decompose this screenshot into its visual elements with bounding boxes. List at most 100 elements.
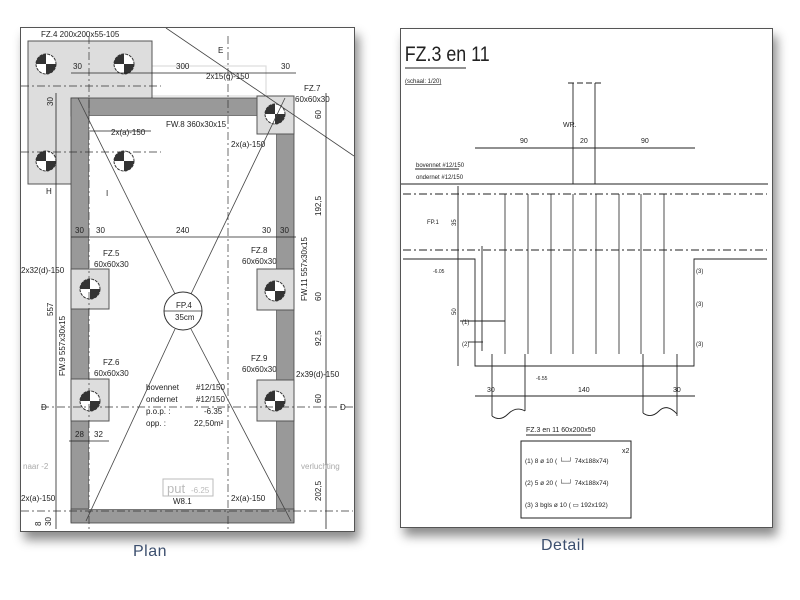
note-label: opp. :: [146, 419, 166, 428]
put-box: [162, 478, 214, 497]
rebar-label: 2x(a)-150: [231, 140, 266, 149]
pile-icon: [113, 53, 135, 75]
dim-50: 50: [452, 308, 458, 315]
dim-35: 35: [452, 219, 458, 226]
dim-30: 30: [262, 226, 271, 235]
put-label: put: [167, 481, 185, 496]
rebar-verticals: [504, 194, 665, 354]
pile-icon: [264, 390, 286, 412]
dim-30: 30: [44, 517, 53, 526]
pile-icon: [79, 390, 101, 412]
dim-30: 30: [73, 62, 82, 71]
quantity-label: x2: [622, 448, 630, 455]
note-value: -6.35: [204, 407, 223, 416]
dim-30: 30: [281, 62, 290, 71]
dim-60: 60: [314, 110, 323, 119]
fz9-label: FZ.9: [251, 354, 268, 363]
rebar-label: 2x39(d)-150: [296, 370, 340, 379]
section-h: H: [46, 187, 52, 196]
fw9-label: FW.9 557x30x15: [58, 315, 67, 376]
dim-240: 240: [176, 226, 190, 235]
mark-1: (1): [462, 320, 469, 326]
note-value: #12/150: [196, 395, 225, 404]
dim-90: 90: [641, 138, 649, 145]
dim-90: 90: [520, 138, 528, 145]
dim-30: 30: [46, 97, 55, 106]
pile-icon: [79, 278, 101, 300]
rebar-schedule-box: [520, 440, 632, 519]
put-level: -6.25: [191, 486, 210, 495]
fp4-size: 35cm: [175, 313, 195, 322]
dim-30: 30: [75, 226, 84, 235]
pile-icon: [35, 150, 57, 172]
section-d: D: [41, 403, 47, 412]
dim-30: 30: [487, 387, 495, 394]
dim-92-5: 92,5: [314, 330, 323, 346]
rebar-label: 2x32(d)-150: [21, 266, 65, 275]
pile-icon: [113, 150, 135, 172]
bovennet-label: bovennet #12/150: [416, 163, 465, 169]
fz6-size: 60x60x30: [94, 369, 129, 378]
dim-60: 60: [314, 394, 323, 403]
rebar-label: 2x(a)-150: [111, 128, 146, 137]
plan-caption: Plan: [133, 543, 168, 560]
dim-557: 557: [46, 302, 55, 316]
fz5-label: FZ.5: [103, 249, 120, 258]
plan-svg: FZ.4 200x200x55-105 30 300 30 2x15(q)-15…: [21, 28, 354, 531]
axis-lines: [21, 36, 353, 531]
dim-30: 30: [96, 226, 105, 235]
plan-drawing: FZ.4 200x200x55-105 30 300 30 2x15(q)-15…: [20, 27, 355, 532]
fp1-label: FP.1: [427, 220, 440, 226]
dim-140: 140: [578, 387, 590, 394]
dim-202-5: 202,5: [314, 480, 323, 501]
rebar-top: 2x15(q)-150: [206, 72, 250, 81]
fz6-label: FZ.6: [103, 358, 120, 367]
dim-30: 30: [673, 387, 681, 394]
note-label: ondernet: [146, 395, 178, 404]
wr-label: WR.: [563, 122, 577, 129]
fz5-size: 60x60x30: [94, 260, 129, 269]
section-lines: [401, 82, 768, 419]
section-d: D: [340, 403, 346, 412]
fp4-label: FP.4: [176, 301, 192, 310]
pile-markers: [35, 53, 286, 412]
scale-label: (schaal: 1/20): [405, 79, 441, 85]
mark-3: (3): [696, 269, 703, 275]
mark-3: (3): [696, 302, 703, 308]
fz8-size: 60x60x30: [242, 257, 277, 266]
footing-label: FZ.3 en 11 60x200x50: [526, 427, 596, 434]
dim-32: 32: [94, 430, 103, 439]
rebar-label: 2x(a)-150: [21, 494, 56, 503]
ondernet-label: ondernet #12/150: [416, 175, 464, 181]
fz7-size: 60x60x30: [295, 95, 330, 104]
detail-caption: Detail: [541, 537, 585, 554]
note-value: #12/150: [196, 383, 225, 392]
fw8-label: FW.8 360x30x15: [166, 120, 227, 129]
dimension-lines: [55, 72, 327, 529]
dim-300: 300: [176, 62, 190, 71]
dim-20: 20: [580, 138, 588, 145]
pile-icon: [35, 53, 57, 75]
note-label: bovennet: [146, 383, 180, 392]
rebar-item: (3) 3 bgls ø 10 ( ▭ 192x192): [525, 502, 608, 509]
detail-title: FZ.3 en 11: [405, 43, 490, 67]
dim-192-5: 192,5: [314, 195, 323, 216]
w81-label: W8.1: [173, 497, 192, 506]
verluchting-label: verluchting: [301, 462, 340, 471]
mark-3: (3): [696, 342, 703, 348]
fz9-size: 60x60x30: [242, 365, 277, 374]
rebar-item: (1) 8 ø 10 ( └─┘ 74x188x74): [525, 457, 609, 465]
pile-icon: [264, 280, 286, 302]
dim-30: 30: [280, 226, 289, 235]
level-bottom: -6.55: [536, 376, 548, 382]
section-i: I: [106, 189, 108, 198]
pile-icon: [264, 103, 286, 125]
mark-2: (2): [462, 342, 469, 348]
dim-60: 60: [314, 292, 323, 301]
fz4-label: FZ.4 200x200x55-105: [41, 30, 120, 39]
note-label: p.o.p. :: [146, 407, 170, 416]
fz8-label: FZ.8: [251, 246, 268, 255]
detail-drawing: FZ.3 en 11 (schaal: 1/20) WR. 90 20 90 b…: [400, 28, 773, 528]
note-value: 22,50m²: [194, 419, 224, 428]
rebar-label: 2x(a)-150: [231, 494, 266, 503]
